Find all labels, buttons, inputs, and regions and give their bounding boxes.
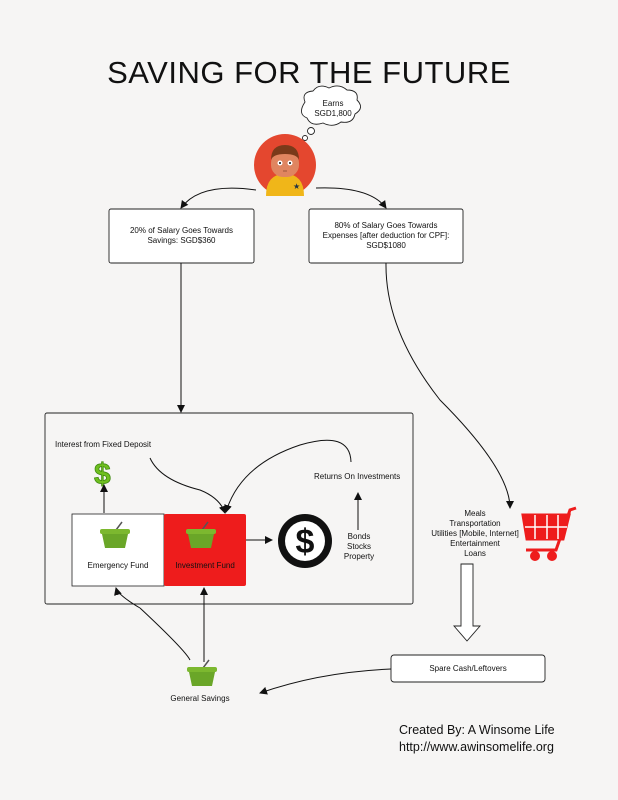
- basket-icon: [100, 521, 130, 548]
- page-title: SAVING FOR THE FUTURE: [107, 55, 511, 90]
- expense-item: Entertainment: [450, 539, 500, 548]
- expenses-line: 80% of Salary Goes Towards: [334, 221, 438, 230]
- returns-label: Returns On Investments: [314, 472, 401, 481]
- investment-fund-label: Investment Fund: [175, 561, 235, 570]
- savings-line: Savings: SGD$360: [147, 236, 216, 245]
- expense-item: Transportation: [449, 519, 501, 528]
- savings-container: [44, 412, 414, 605]
- savings-box-text: 20% of Salary Goes Towards Savings: SGD$…: [109, 226, 254, 246]
- expense-item: Loans: [464, 549, 486, 558]
- investment-type: Property: [343, 552, 375, 561]
- basket-icon: [186, 521, 216, 548]
- expenses-line: SGD$1080: [366, 241, 406, 250]
- emergency-fund-label: Emergency Fund: [87, 561, 149, 570]
- expenses-box-text: 80% of Salary Goes Towards Expenses [aft…: [309, 221, 463, 251]
- emergency-fund-box: [71, 513, 165, 587]
- credit-author: Created By: A Winsome Life: [399, 723, 555, 737]
- expense-item: Utilities [Mobile, Internet]: [431, 529, 519, 538]
- thought-line: SGD1,800: [314, 109, 352, 118]
- thought-bubble: [301, 85, 361, 141]
- basket-icon: [187, 659, 217, 686]
- green-dollar-icon: $: [94, 458, 111, 491]
- expense-list: Meals Transportation Utilities [Mobile, …: [420, 509, 530, 559]
- expense-item: Meals: [464, 509, 486, 518]
- shopping-cart-icon: [521, 506, 577, 561]
- general-savings-label: General Savings: [170, 694, 230, 703]
- spare-cash-box: [390, 654, 546, 683]
- interest-label: Interest from Fixed Deposit: [55, 440, 152, 449]
- credit-url[interactable]: http://www.awinsomelife.org: [399, 740, 554, 754]
- svg-text:$: $: [296, 523, 315, 561]
- person-avatar-icon: ★: [254, 134, 316, 196]
- spare-cash-label: Spare Cash/Leftovers: [429, 664, 507, 673]
- investment-type: Stocks: [346, 542, 371, 551]
- dollar-coin-icon: $: [278, 514, 332, 568]
- svg-text:★: ★: [293, 182, 300, 191]
- expenses-line: Expenses [after deduction for CPF]:: [322, 231, 450, 240]
- thought-text: Earns SGD1,800: [303, 99, 363, 119]
- investment-fund-box: [164, 514, 246, 586]
- investment-type: Bonds: [347, 532, 371, 541]
- down-arrow-icon: [453, 563, 481, 642]
- savings-line: 20% of Salary Goes Towards: [129, 226, 233, 235]
- thought-line: Earns: [322, 99, 344, 108]
- investment-types: Bonds Stocks Property: [335, 532, 383, 562]
